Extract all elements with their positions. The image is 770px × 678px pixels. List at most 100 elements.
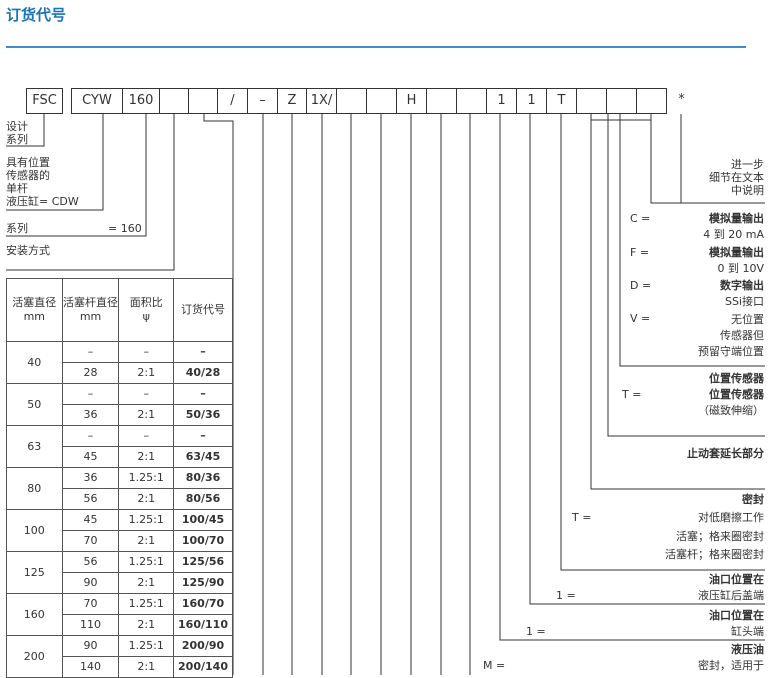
rod-diameter-cell: 140 [61,656,120,678]
order-code-cell: – [173,341,233,363]
order-code-cell: 80/56 [173,488,233,510]
rod-diameter-cell: 90 [61,635,120,657]
piston-diameter-cell: 100 [6,509,63,552]
piston-diameter-cell: 50 [6,383,63,426]
piston-diameter-cell: 160 [6,593,63,636]
label-fluid-desc: 密封，适用于 [698,659,764,672]
piston-diameter-cell: 200 [6,635,63,678]
rod-diameter-cell: 56 [61,551,120,573]
label-port1-head: 油口位置在 [709,573,764,586]
rod-diameter-cell: 45 [61,446,120,468]
table-row: 50––– [6,383,233,426]
order-code-cell: 50/36 [173,404,233,426]
order-code-cell: 125/56 [173,551,233,573]
piston-diameter-cell: 80 [6,467,63,510]
area-ratio-cell: 2:1 [118,446,175,468]
order-code-cell: 100/45 [173,509,233,531]
label-cdw: 具有位置 传感器的 单杆 液压缸= CDW [6,156,79,208]
area-ratio-cell: 1.25:1 [118,551,175,573]
order-code-cell: 160/110 [173,614,233,636]
area-ratio-cell: 1.25:1 [118,467,175,489]
header-area-ratio: 面积比 ψ [118,278,175,342]
rod-diameter-cell: 70 [61,593,120,615]
title-divider [6,46,746,48]
order-code-cell: 100/70 [173,530,233,552]
order-code-cell: 80/36 [173,467,233,489]
area-ratio-cell: 2:1 [118,656,175,678]
label-series-value: = 160 [108,222,142,235]
rod-diameter-cell: 56 [61,488,120,510]
label-f-title: 模拟量输出 [709,246,764,259]
page-title: 订货代号 [6,6,67,24]
piston-diameter-cell: 40 [6,341,63,384]
header-rod: 活塞杆直径 mm [61,278,120,342]
label-c-title: 模拟量输出 [709,212,764,225]
area-ratio-cell: – [118,425,175,447]
label-t-desc: （磁致伸缩） [698,404,764,417]
table-row: 40––– [6,341,233,384]
piston-diameter-cell: 63 [6,425,63,468]
key-port2: 1 = [526,625,546,638]
area-ratio-cell: 2:1 [118,362,175,384]
label-stop-sleeve: 止动套延长部分 [687,447,764,460]
order-code-cell: – [173,425,233,447]
rod-diameter-cell: 45 [61,509,120,531]
header-order-code: 订货代号 [173,278,233,342]
rod-diameter-cell: 36 [61,467,120,489]
key-t-sensor: T = [622,388,642,401]
label-fluid-head: 液压油 [731,643,764,656]
key-fluid: M = [483,659,506,672]
rod-diameter-cell: – [61,383,120,405]
key-v: V = [630,312,651,325]
key-port1: 1 = [556,589,576,602]
label-design-series: 设计 系列 [6,120,28,146]
label-seal-desc1: 对低磨擦工作 [698,511,764,524]
area-ratio-cell: 1.25:1 [118,593,175,615]
code-cell-asterisk: * [678,92,685,107]
area-ratio-cell: 2:1 [118,572,175,594]
label-f-desc: 0 到 10V [717,262,764,275]
key-d: D = [630,279,652,292]
label-further-detail: 进一步 细节在文本 中说明 [709,158,764,197]
label-seal-desc2: 活塞；格来圈密封 [676,530,764,543]
label-t-title: 位置传感器 [709,388,764,401]
order-code-cell: 125/90 [173,572,233,594]
area-ratio-cell: 2:1 [118,404,175,426]
order-code-cell: – [173,383,233,405]
label-port1-desc: 液压缸后盖端 [698,589,764,602]
order-code-cell: 40/28 [173,362,233,384]
piston-diameter-cell: 125 [6,551,63,594]
table-row: 63––– [6,425,233,468]
order-code-cell: 63/45 [173,446,233,468]
header-piston: 活塞直径 mm [6,278,63,342]
label-series: 系列 [6,222,28,235]
label-d-title: 数字输出 [720,279,764,292]
label-d-desc: SSi接口 [724,295,764,308]
order-code-cell: 160/70 [173,593,233,615]
order-code-cell: 200/140 [173,656,233,678]
rod-diameter-cell: 90 [61,572,120,594]
key-c: C = [630,212,651,225]
area-ratio-cell: 2:1 [118,614,175,636]
order-code-cell: 200/90 [173,635,233,657]
label-v-desc: 无位置 传感器但 预留守端位置 [698,313,764,358]
code-cell-fsc: FSC [26,88,63,114]
rod-diameter-cell: – [61,425,120,447]
label-port2-head: 油口位置在 [709,609,764,622]
label-sensor-head: 位置传感器 [709,372,764,385]
rod-diameter-cell: 70 [61,530,120,552]
rod-diameter-cell: – [61,341,120,363]
key-seal: T = [572,511,592,524]
label-mounting: 安装方式 [6,244,50,257]
area-ratio-cell: 1.25:1 [118,635,175,657]
rod-diameter-cell: 110 [61,614,120,636]
label-seal-desc3: 活塞杆；格来圈密封 [665,548,764,561]
area-ratio-cell: 2:1 [118,530,175,552]
